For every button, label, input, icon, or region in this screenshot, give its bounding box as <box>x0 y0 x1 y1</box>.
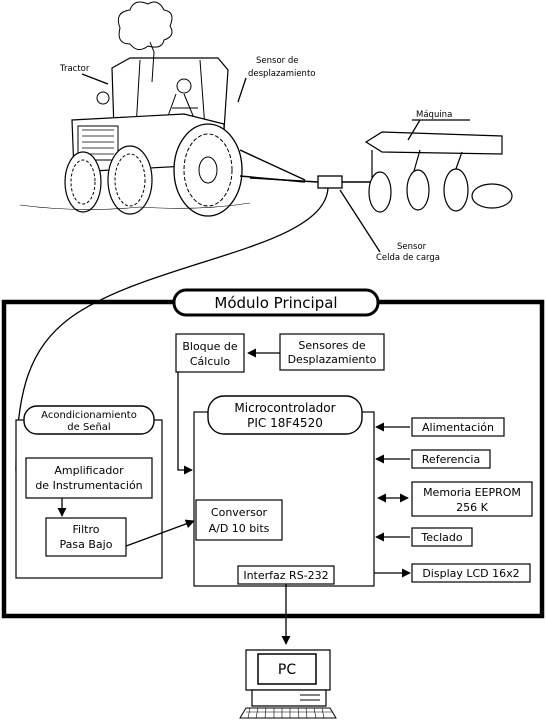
exhaust-smoke-icon <box>117 1 173 83</box>
microcontroller-block: Microcontrolador PIC 18F4520 <box>193 395 375 587</box>
displacement-sensors-block: Sensores de Desplazamiento <box>279 333 385 371</box>
sensor-displacement-label-2: desplazamiento <box>248 69 315 79</box>
implement-machine-illustration <box>364 131 513 213</box>
tractor-illustration <box>19 1 370 217</box>
calc-block: Bloque de Cálculo <box>175 333 245 373</box>
calc-block-line-1: Bloque de <box>182 340 238 353</box>
amplifier-block: Amplificador de Instrumentación <box>25 457 153 499</box>
tractor-wheel-icon <box>64 123 243 217</box>
amplifier-line-2: de Instrumentación <box>35 479 142 492</box>
load-cell-pointer <box>339 189 381 253</box>
displacement-sensors-line-1: Sensores de <box>298 339 365 352</box>
lcd-label: Display LCD 16x2 <box>422 567 519 580</box>
adc-block: Conversor A/D 10 bits <box>195 499 283 541</box>
adc-line-1: Conversor <box>211 506 268 519</box>
conditioning-line-2: de Señal <box>67 422 110 433</box>
keyboard-block: Teclado <box>411 527 473 547</box>
calc-to-micro-arrow <box>177 372 193 475</box>
filter-line-1: Filtro <box>73 523 100 536</box>
calc-block-line-2: Cálculo <box>190 355 231 368</box>
pc-label: PC <box>278 662 296 678</box>
machine-pointer <box>407 119 470 141</box>
main-module-title: Módulo Principal <box>214 294 337 312</box>
amplifier-line-1: Amplificador <box>54 464 124 477</box>
eeprom-line-1: Memoria EEPROM <box>423 486 521 499</box>
filter-to-adc-arrow <box>125 519 195 547</box>
machine-label: Máquina <box>416 110 452 120</box>
load-cell-label-2: Celda de carga <box>376 253 440 263</box>
tractor-pointer <box>81 73 109 85</box>
filter-line-2: Pasa Bajo <box>60 538 113 551</box>
reference-block: Referencia <box>411 449 491 469</box>
reference-label: Referencia <box>422 453 480 466</box>
load-cell-label-1: Sensor <box>397 242 427 252</box>
main-module-title-box <box>172 288 380 317</box>
rs232-block: Interfaz RS-232 <box>237 565 335 585</box>
eeprom-block: Memoria EEPROM 256 K <box>411 481 533 517</box>
keyboard-label: Teclado <box>420 531 462 544</box>
power-block: Alimentación <box>411 417 505 437</box>
load-cell-cable <box>15 187 329 475</box>
plough-disc-icon <box>368 168 513 213</box>
power-label: Alimentación <box>422 421 494 434</box>
eeprom-line-2: 256 K <box>456 501 488 514</box>
microcontroller-line-2: PIC 18F4520 <box>247 416 323 430</box>
sensor-displacement-label-1: Sensor de <box>256 56 298 66</box>
rs232-label: Interfaz RS-232 <box>243 569 328 582</box>
conditioning-line-1: Acondicionamiento <box>41 410 137 421</box>
displacement-sensors-line-2: Desplazamiento <box>288 353 377 366</box>
adc-line-2: A/D 10 bits <box>209 522 270 535</box>
microcontroller-line-1: Microcontrolador <box>234 401 335 415</box>
lcd-block: Display LCD 16x2 <box>411 563 531 583</box>
sensor-displacement-pointer <box>237 77 247 103</box>
pc-computer-icon <box>239 649 337 719</box>
lowpass-filter-block: Filtro Pasa Bajo <box>45 517 127 557</box>
tractor-label: Tractor <box>59 64 90 74</box>
